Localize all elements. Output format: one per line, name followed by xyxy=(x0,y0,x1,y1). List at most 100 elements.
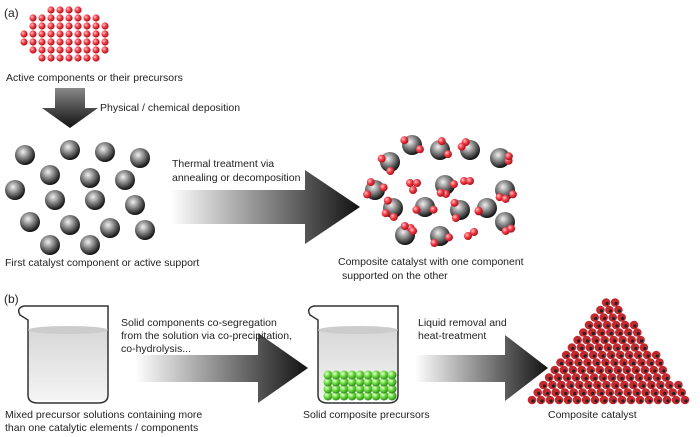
precursor-particle xyxy=(339,384,349,394)
active-particle xyxy=(65,38,73,46)
active-particle xyxy=(56,6,64,14)
active-particle xyxy=(386,166,395,175)
active-particle xyxy=(504,152,513,161)
composite-particle-core xyxy=(663,391,667,396)
precursor-particle xyxy=(355,370,365,380)
active-particle xyxy=(74,38,82,46)
precursor-particle xyxy=(371,384,381,394)
composite-particle-core xyxy=(618,331,622,336)
composite-particle-core xyxy=(613,339,617,343)
composite-particle-core xyxy=(586,339,590,343)
active-particle xyxy=(83,54,91,62)
precursor-particle xyxy=(323,384,333,394)
composite-particle-core xyxy=(658,361,663,366)
active-particle xyxy=(74,6,82,14)
support-sphere xyxy=(115,170,135,190)
active-particle xyxy=(400,222,409,231)
final-caption: Composite catalyst xyxy=(548,409,637,421)
active-particle xyxy=(83,38,91,46)
composite-particle-core xyxy=(634,346,638,351)
precursor-particle xyxy=(379,391,389,401)
active-particle xyxy=(409,226,418,235)
active-precursor-cluster xyxy=(20,6,109,62)
active-particle xyxy=(381,209,390,218)
active-particle xyxy=(74,30,82,38)
composite-particle-core xyxy=(617,369,621,373)
composite-particle-core xyxy=(631,361,636,366)
precursor-particle xyxy=(371,391,381,401)
active-particle xyxy=(65,46,73,54)
active-particle xyxy=(377,154,386,163)
precursor-particle xyxy=(339,391,349,401)
composite-particle-core xyxy=(583,354,587,358)
composite-particle-core xyxy=(566,376,570,381)
composite-particle-core xyxy=(612,316,616,321)
support-sphere xyxy=(60,140,80,160)
composite-particle-core xyxy=(614,384,619,388)
coseg-label-3: co-hydrolysis... xyxy=(121,343,192,355)
active-particle xyxy=(38,22,46,30)
support-sphere xyxy=(85,190,105,210)
composite-particle-core xyxy=(659,384,664,388)
active-particle xyxy=(20,38,28,46)
active-particle xyxy=(65,22,73,30)
active-particle xyxy=(92,46,100,54)
deposition-label: Physical / chemical deposition xyxy=(100,102,241,114)
composite-particle-core xyxy=(681,391,685,396)
active-particle xyxy=(412,205,421,214)
active-particle xyxy=(38,46,46,54)
composite-caption-1: Composite catalyst with one component xyxy=(338,256,524,268)
active-particle xyxy=(92,38,100,46)
composite-particle-core xyxy=(635,369,639,373)
composite-particle-core xyxy=(577,361,582,366)
composite-particle-core xyxy=(650,384,655,388)
precursor-particle xyxy=(323,391,333,401)
composite-particle-core xyxy=(564,391,568,396)
active-particle xyxy=(47,14,55,22)
support-sphere xyxy=(95,142,115,162)
support-sphere xyxy=(45,190,65,210)
composite-particle-core xyxy=(636,391,640,396)
composite-catalyst-pile xyxy=(527,298,690,405)
support-sphere xyxy=(415,197,435,217)
active-particle xyxy=(56,30,64,38)
active-particle xyxy=(74,54,82,62)
active-particle xyxy=(389,212,398,221)
composite-particle-core xyxy=(595,361,600,366)
support-sphere xyxy=(20,212,40,232)
composite-particle-core xyxy=(593,376,597,381)
active-particle xyxy=(38,54,46,62)
coseg-label-1: Solid components co-segregation xyxy=(121,317,277,329)
precursor-particle xyxy=(363,391,373,401)
composite-particle-core xyxy=(621,316,625,321)
active-particle xyxy=(65,6,73,14)
composite-particle-core xyxy=(597,324,601,328)
composite-particle-core xyxy=(644,369,648,373)
active-particle xyxy=(430,239,439,248)
composite-particle-core xyxy=(612,399,616,403)
active-particle xyxy=(20,30,28,38)
active-particle xyxy=(507,224,516,233)
composite-particle-core xyxy=(574,354,578,358)
support-caption: First catalyst component or active suppo… xyxy=(5,257,200,269)
composite-particle-core xyxy=(605,384,610,388)
support-sphere xyxy=(60,215,80,235)
mixed-caption-2: than one catalytic elements / components xyxy=(5,422,199,434)
composite-particle-core xyxy=(591,391,595,396)
mixed-caption-1: Mixed precursor solutions containing mor… xyxy=(5,409,203,421)
composite-particle-core xyxy=(643,346,647,351)
composite-particle-core xyxy=(604,361,609,366)
active-particle xyxy=(460,177,468,185)
composite-particle-core xyxy=(620,376,624,381)
active-particle xyxy=(29,38,37,46)
support-sphere xyxy=(80,168,100,188)
solid-caption: Solid composite precursors xyxy=(303,409,430,421)
composite-particle-core xyxy=(557,376,561,381)
composite-particle-core xyxy=(567,399,571,403)
precursor-particle xyxy=(331,370,341,380)
precursor-particle xyxy=(347,391,357,401)
composite-particle-core xyxy=(649,361,654,366)
composite-particle-core xyxy=(615,324,619,328)
composite-particle-core xyxy=(647,376,651,381)
composite-particle-core xyxy=(565,354,569,358)
